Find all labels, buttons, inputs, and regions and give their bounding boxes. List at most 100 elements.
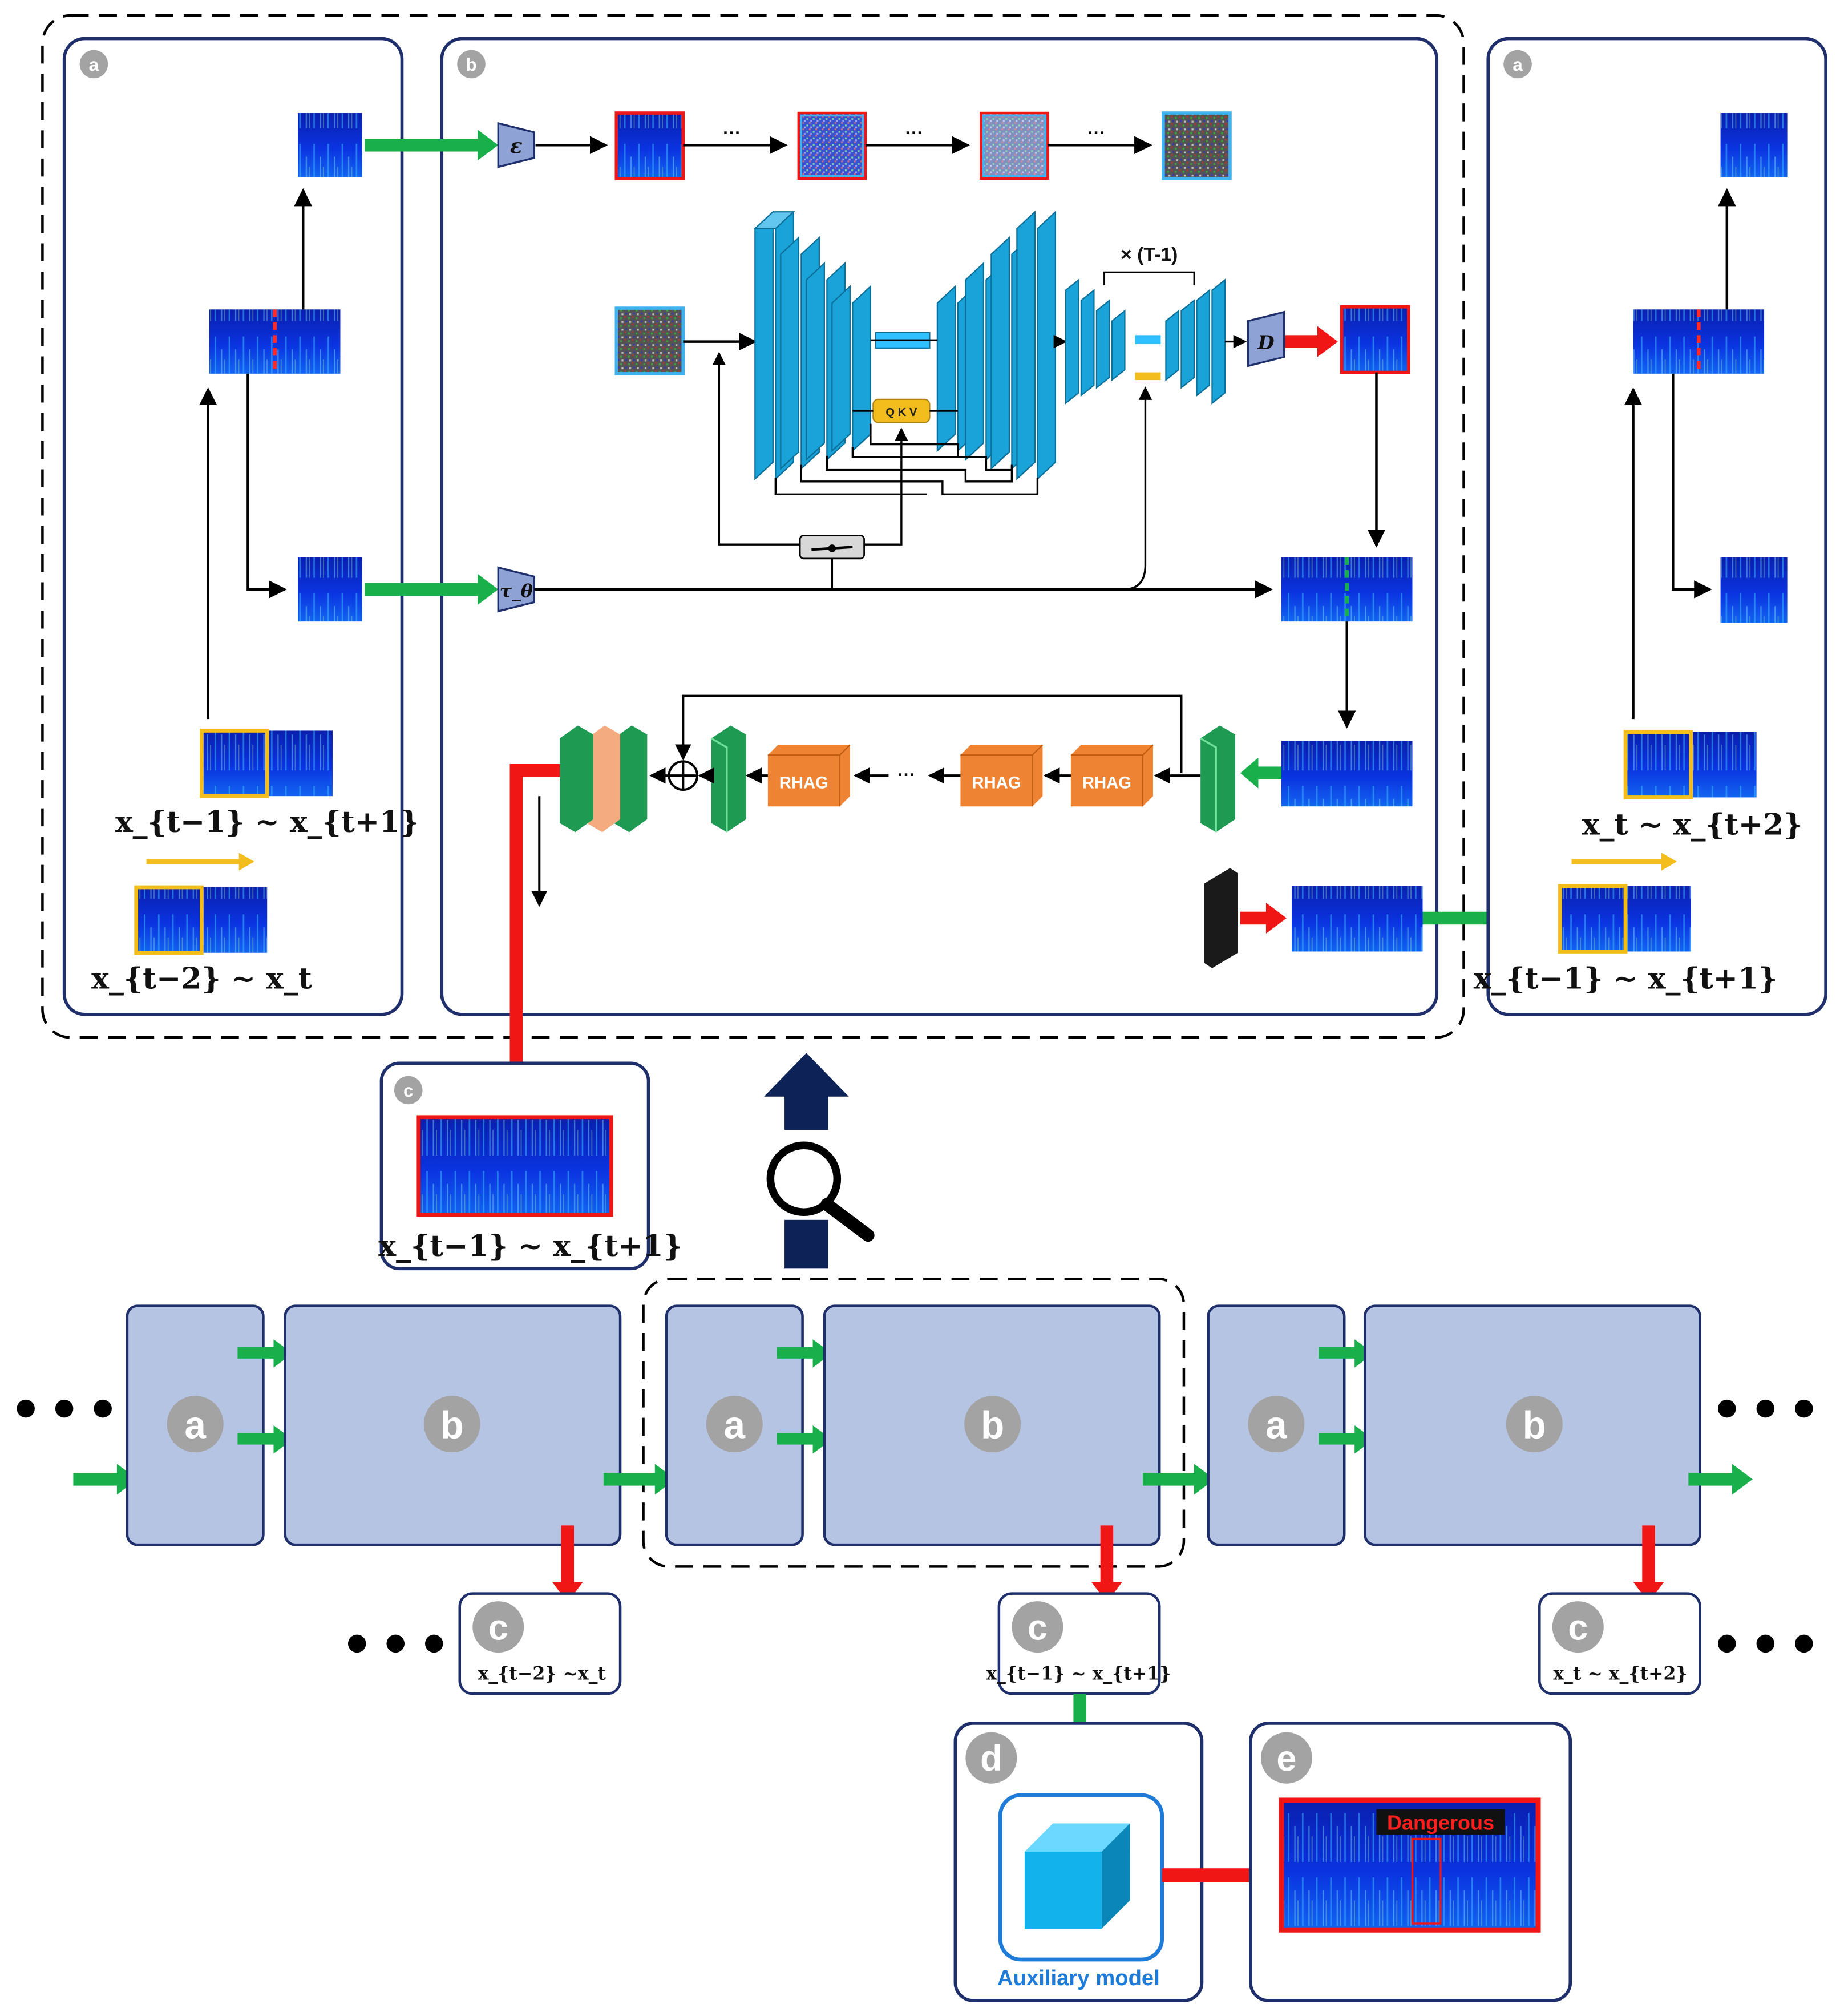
rhag-block: RHAG <box>1070 744 1154 807</box>
spectrogram-window <box>200 729 333 798</box>
spectrogram-split <box>1633 309 1765 374</box>
panel-a-left: a x_{t−1} ~ x_{t+1} x_{t−2} ~ x_t <box>62 37 419 1016</box>
ellipsis-right-bottom <box>1718 1634 1813 1653</box>
output-c-1: c x_{t−2} ~x_t <box>458 1592 622 1695</box>
encoder-symbol: ε <box>510 134 523 158</box>
green-arrow <box>1688 1464 1753 1495</box>
green-arrow <box>777 1425 832 1454</box>
badge-label: d <box>980 1739 1002 1779</box>
condition-encoder: τ_θ <box>497 566 535 613</box>
unet-repeat: × (T-1) <box>1053 244 1226 405</box>
output-layer <box>1204 868 1238 968</box>
ellipsis-right <box>1718 1399 1813 1418</box>
output-label: x_t ~ x_{t+2} <box>1553 1663 1687 1684</box>
spectrogram <box>1720 557 1788 623</box>
badge-label: a <box>724 1404 746 1447</box>
add-node <box>668 760 699 791</box>
conditioning-switch <box>799 535 865 589</box>
latent-noise-input <box>614 306 685 375</box>
panel-b: b <box>440 37 1439 1016</box>
merged-spectrogram <box>1281 557 1413 622</box>
block-a: a <box>1207 1304 1346 1546</box>
spectrogram <box>298 113 362 177</box>
latent-clean <box>614 111 685 180</box>
badge-a-left: a <box>89 54 99 75</box>
spectrogram <box>1281 741 1413 807</box>
badge-c: c <box>403 1080 414 1101</box>
block-a: a <box>665 1304 804 1546</box>
latent-noisier <box>980 111 1049 180</box>
panel-e: e Dangerous <box>1249 1722 1572 2002</box>
output-label: x_{t−2} ~x_t <box>478 1663 606 1684</box>
conv-layer <box>1200 725 1235 833</box>
latent-noise <box>1162 111 1232 180</box>
red-arrow <box>1285 326 1338 357</box>
ellipsis-left-bottom <box>347 1634 443 1653</box>
ellipsis: ··· <box>897 764 915 785</box>
rhag-label: RHAG <box>779 774 828 793</box>
badge-label: b <box>1523 1404 1546 1447</box>
unet-denoiser: Q K V <box>753 210 1057 496</box>
block-a: a <box>126 1304 265 1546</box>
spectrogram-split <box>209 309 341 374</box>
qkv-label: Q K V <box>885 406 917 419</box>
decoder-symbol: D <box>1257 331 1275 354</box>
panel-a-right: a x_t ~ x_{t+2} x_{t−1} ~ x_{t+1} <box>1474 37 1827 1016</box>
spectrogram-window <box>134 885 268 955</box>
green-arrow <box>237 1339 293 1368</box>
conv-layer <box>710 725 746 833</box>
block-b: b <box>823 1304 1161 1546</box>
ellipsis: ··· <box>1087 122 1105 143</box>
auxiliary-model-label: Auxiliary model <box>997 1966 1160 1990</box>
label-window-top: x_{t−1} ~ x_{t+1} <box>115 805 419 839</box>
repeat-label: × (T-1) <box>1121 244 1178 265</box>
condition-symbol: τ_θ <box>500 580 533 601</box>
badge-b: b <box>466 54 476 75</box>
label-output-window: x_{t−1} ~ x_{t+1} <box>378 1229 682 1263</box>
generated-spectrogram <box>1340 305 1410 374</box>
ellipsis: ··· <box>905 122 923 143</box>
panel-d: d Auxiliary model <box>953 1722 1204 2002</box>
spectrogram-window <box>1623 730 1757 799</box>
reconstruction-layers <box>560 725 648 833</box>
green-arrow <box>1142 1464 1215 1495</box>
green-arrow <box>365 130 499 161</box>
badge-label: c <box>1028 1608 1048 1648</box>
output-c-2: c x_{t−1} ~ x_{t+1} <box>986 1592 1171 1695</box>
badge-label: a <box>184 1404 206 1447</box>
output-spectrogram <box>1291 886 1423 952</box>
red-arrow <box>1240 902 1287 934</box>
badge-label: c <box>488 1608 508 1648</box>
cube-icon <box>1024 1823 1130 1929</box>
badge-label: b <box>440 1404 464 1447</box>
rhag-block: RHAG <box>960 744 1044 807</box>
spectrogram <box>1720 113 1788 177</box>
zoom-arrow <box>764 1053 849 1269</box>
zoom-boundary <box>41 14 1465 1039</box>
badge-label: b <box>981 1404 1004 1447</box>
block-b: b <box>1363 1304 1701 1546</box>
green-arrow <box>1240 757 1281 789</box>
label-window-top: x_t ~ x_{t+2} <box>1582 807 1803 842</box>
ellipsis-left <box>17 1399 112 1418</box>
spectrogram-window <box>1558 884 1691 954</box>
badge-label: a <box>1265 1404 1287 1447</box>
rhag-label: RHAG <box>1082 774 1131 793</box>
latent-noisy <box>797 111 867 180</box>
badge-a-right: a <box>1513 54 1523 75</box>
output-c-3: c x_t ~ x_{t+2} <box>1538 1592 1701 1695</box>
decoder-block: D <box>1247 310 1285 367</box>
badge-label: c <box>1568 1608 1588 1648</box>
panel-c-output: c x_{t−1} ~ x_{t+1} <box>378 1061 682 1271</box>
zoom-source-boundary <box>642 1278 1186 1568</box>
magnifier-icon <box>766 1141 875 1242</box>
label-window-bottom: x_{t−2} ~ x_t <box>91 961 312 996</box>
green-arrow <box>365 573 499 605</box>
spectrogram <box>298 557 362 622</box>
encoder-block: ε <box>497 122 535 168</box>
dangerous-label: Dangerous <box>1387 1811 1494 1835</box>
output-label: x_{t−1} ~ x_{t+1} <box>986 1663 1171 1684</box>
label-window-bottom: x_{t−1} ~ x_{t+1} <box>1474 961 1778 996</box>
ellipsis: ··· <box>723 122 741 143</box>
